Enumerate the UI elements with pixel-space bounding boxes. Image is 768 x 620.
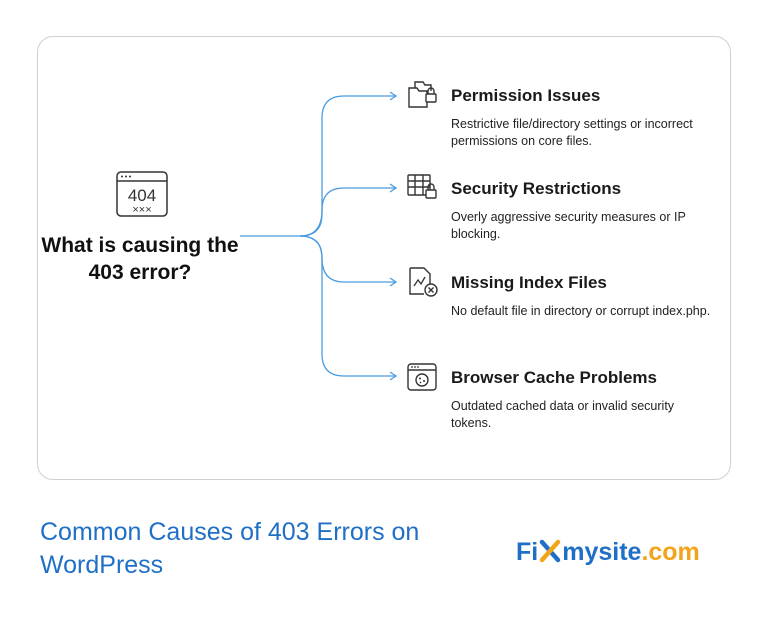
- browser-cookie-icon: [407, 363, 437, 391]
- broken-file-icon: [409, 267, 438, 297]
- item-desc-security: Overly aggressive security measures or I…: [451, 210, 686, 241]
- diagram-question: What is causing the 403 error?: [41, 234, 239, 284]
- firewall-lock-icon: [407, 174, 437, 199]
- svg-text:×××: ×××: [132, 204, 151, 216]
- connector-permission: [240, 95, 395, 237]
- fixmysite-logo: Fi mysite .com: [516, 538, 700, 566]
- arrow-head: [389, 277, 398, 287]
- item-title-index: Missing Index Files: [451, 273, 607, 292]
- item-desc-index: No default file in directory or corrupt …: [451, 304, 711, 318]
- item-title-security: Security Restrictions: [451, 179, 622, 198]
- connector-index: [299, 235, 395, 283]
- arrow-head: [389, 91, 398, 101]
- connector-security: [299, 187, 395, 237]
- item-title-permission: Permission Issues: [451, 86, 601, 105]
- footer-title: Common Causes of 403 Errors on WordPress: [40, 518, 420, 579]
- item-desc-cache: Outdated cached data or invalid security…: [451, 399, 675, 430]
- svg-text:404: 404: [128, 186, 156, 205]
- arrow-head: [389, 371, 398, 381]
- item-title-cache: Browser Cache Problems: [451, 368, 657, 387]
- connector-cache: [299, 235, 395, 377]
- folder-lock-icon: [408, 81, 437, 108]
- arrow-head: [389, 183, 398, 193]
- wrench-x-icon: [539, 539, 561, 563]
- error-404-window-icon: 404 ×××: [116, 171, 168, 217]
- item-desc-permission: Restrictive file/directory settings or i…: [451, 117, 693, 148]
- diagram-card: [37, 36, 731, 480]
